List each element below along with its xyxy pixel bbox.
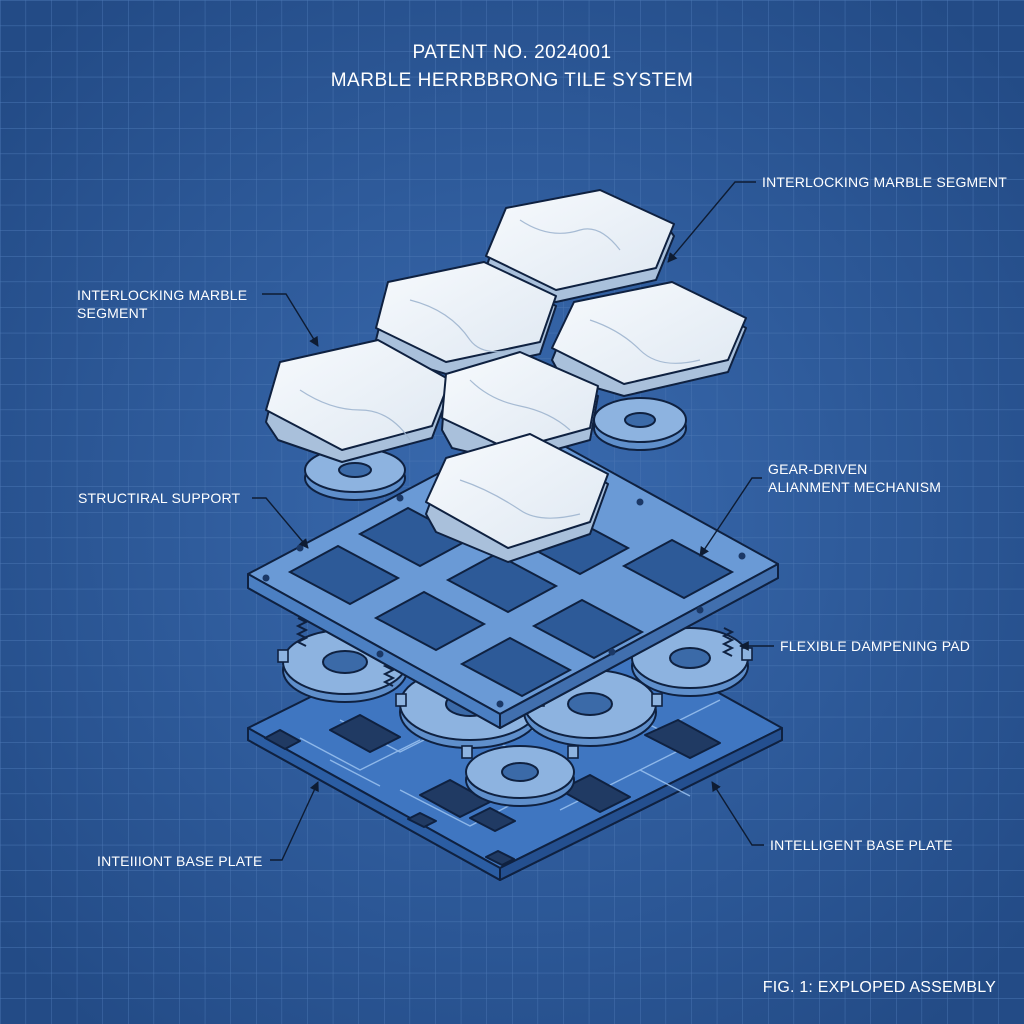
label-marble-segment-left-line1: INTERLOCKING MARBLE	[77, 287, 247, 303]
leader-gear-mechanism	[699, 477, 762, 557]
figure-caption: FIG. 1: EXPLOPED ASSEMBLY	[763, 979, 996, 996]
patent-number: PATENT NO. 2024001	[412, 42, 611, 63]
upper-gears	[304, 397, 687, 501]
label-base-plate-left: INTEIIIONT BASE PLATE	[97, 853, 263, 869]
leader-marble-segment-left	[262, 293, 319, 347]
label-marble-segment-right: INTERLOCKING MARBLE SEGMENT	[762, 174, 1007, 190]
marble-segment-upper-right	[551, 281, 747, 397]
interlocking-marble-segments	[265, 189, 747, 563]
gear-upper-left	[304, 447, 406, 501]
label-structural-support: STRUCTIRAL SUPPORT	[78, 490, 241, 506]
marble-segment-center	[441, 351, 599, 463]
label-gear-mechanism-line1: GEAR-DRIVEN	[768, 461, 867, 477]
leader-marble-segment-right	[667, 181, 756, 263]
microchips	[264, 714, 721, 866]
label-dampening-pad: FLEXIBLE DAMPENING PAD	[780, 638, 970, 654]
marble-segment-top	[485, 189, 675, 303]
leader-base-plate-right	[711, 781, 764, 846]
label-base-plate-right: INTELLIGENT BASE PLATE	[770, 837, 953, 853]
gear-upper-right	[593, 397, 687, 451]
diagram-title: MARBLE HERRBBRONG TILE SYSTEM	[331, 70, 694, 91]
gear-lower-front	[465, 745, 575, 807]
marble-segment-front	[425, 433, 609, 563]
marble-veins	[299, 219, 701, 519]
label-gear-mechanism-line2: ALIANMENT MECHANISM	[768, 479, 941, 495]
label-marble-segment-left-line2: SEGMENT	[77, 305, 148, 321]
leader-base-plate-left	[270, 781, 319, 861]
leader-structural-support	[252, 497, 309, 549]
